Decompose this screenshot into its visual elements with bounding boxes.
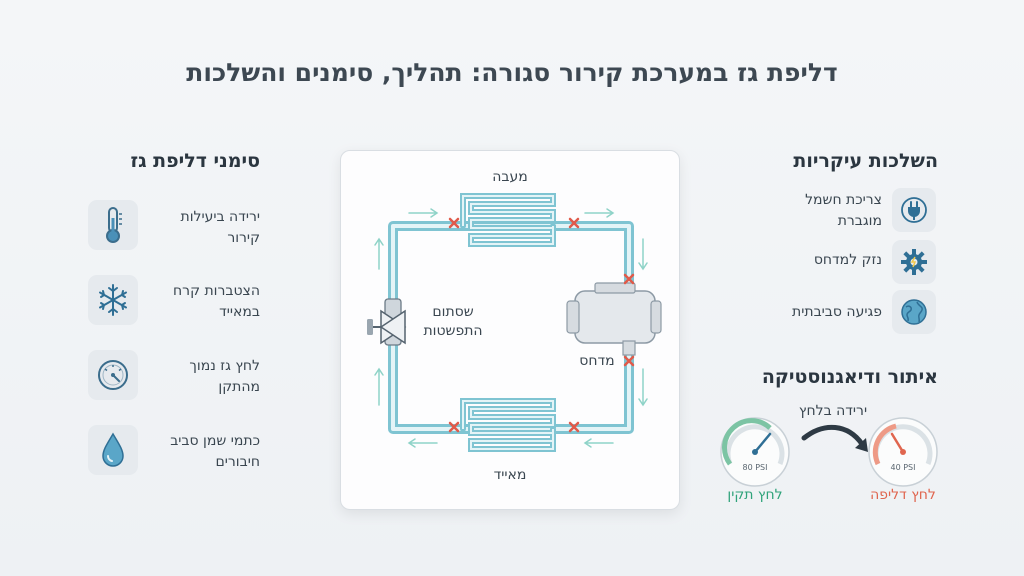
compressor-unit bbox=[566, 282, 662, 356]
consequence-item-line1: פגיעה סביבתית bbox=[792, 304, 882, 320]
gear-icon bbox=[901, 249, 927, 275]
sign-item-line2: חיבורים bbox=[215, 454, 260, 470]
leak-gauge-value: 40 PSI bbox=[891, 463, 916, 472]
sign-item-cooling-efficiency: ירידה ביעילות קירור bbox=[150, 207, 261, 249]
globe-icon bbox=[901, 299, 927, 325]
globe-icon-box bbox=[892, 290, 936, 334]
leak-markers bbox=[448, 217, 635, 433]
page-title: דליפת גז במערכת קירור סגורה: תהליך, סימנ… bbox=[186, 58, 838, 87]
sign-item-line1: ירידה ביעילות bbox=[180, 209, 261, 225]
pressure-drop-arrow-icon bbox=[801, 424, 865, 447]
snowflake-icon-box bbox=[88, 275, 138, 325]
consequence-item-environment: פגיעה סביבתית bbox=[752, 302, 882, 323]
expansion-valve bbox=[367, 298, 407, 346]
consequence-item-line1: נזק למדחס bbox=[813, 252, 882, 268]
refrigeration-cycle-diagram: מעבה מאייד מדחס שסתום התפשטות bbox=[340, 150, 680, 510]
consequence-item-line2: מוגברת bbox=[837, 213, 882, 229]
leak-pressure-label: לחץ דליפה bbox=[870, 487, 936, 503]
normal-gauge-value: 80 PSI bbox=[743, 463, 768, 472]
sign-item-line2: מהתקן bbox=[218, 379, 260, 395]
oil-drop-icon-box bbox=[88, 425, 138, 475]
sign-item-low-pressure: לחץ גז נמוך מהתקן bbox=[150, 356, 260, 398]
pressure-gauge-icon-box bbox=[88, 350, 138, 400]
flow-arrows bbox=[374, 208, 648, 448]
sign-item-line1: לחץ גז נמוך bbox=[189, 358, 260, 374]
thermometer-icon bbox=[106, 207, 122, 243]
monitoring-heading: איתור ודיאגנוסטיקה bbox=[761, 366, 938, 388]
valve-label-line2: התפשטות bbox=[423, 323, 483, 339]
power-plug-icon bbox=[901, 197, 927, 223]
pressure-drop-label: ירידה בלחץ bbox=[798, 403, 868, 419]
oil-drop-icon bbox=[102, 432, 124, 467]
consequence-item-power: צריכת חשמל מוגברת bbox=[752, 190, 882, 232]
consequence-item-line1: צריכת חשמל bbox=[805, 192, 882, 208]
condenser-label: מעבה bbox=[492, 169, 528, 185]
leak-pressure-gauge: 40 PSI bbox=[868, 417, 938, 487]
refrigeration-loop-svg bbox=[367, 193, 662, 452]
consequence-item-compressor-damage: נזק למדחס bbox=[752, 250, 882, 271]
evaporator-label: מאייד bbox=[493, 467, 527, 483]
consequences-heading: השלכות עיקריות bbox=[793, 150, 938, 172]
valve-label-line1: שסתום bbox=[432, 304, 474, 320]
sign-item-ice-buildup: הצטברות קרח במאייד bbox=[150, 281, 260, 323]
compressor-label: מדחס bbox=[579, 353, 615, 369]
pressure-gauge-icon bbox=[98, 360, 128, 390]
gear-icon-box bbox=[892, 240, 936, 284]
sign-item-line1: כתמי שמן סביב bbox=[170, 433, 260, 449]
signs-heading: סימני דליפת גז bbox=[130, 150, 260, 172]
power-plug-icon-box bbox=[892, 188, 936, 232]
sign-item-oil-stains: כתמי שמן סביב חיבורים bbox=[150, 431, 260, 473]
sign-item-line2: במאייד bbox=[219, 304, 260, 320]
normal-pressure-gauge: 80 PSI bbox=[720, 417, 790, 487]
expansion-valve-label: שסתום התפשטות bbox=[413, 303, 493, 341]
normal-pressure-label: לחץ תקין bbox=[727, 487, 783, 503]
sign-item-line1: הצטברות קרח bbox=[173, 283, 260, 299]
sign-item-line2: קירור bbox=[227, 230, 260, 246]
snowflake-icon bbox=[99, 284, 127, 316]
gauges-svg: 80 PSI 40 PSI bbox=[720, 417, 938, 487]
thermometer-icon-box bbox=[88, 200, 138, 250]
